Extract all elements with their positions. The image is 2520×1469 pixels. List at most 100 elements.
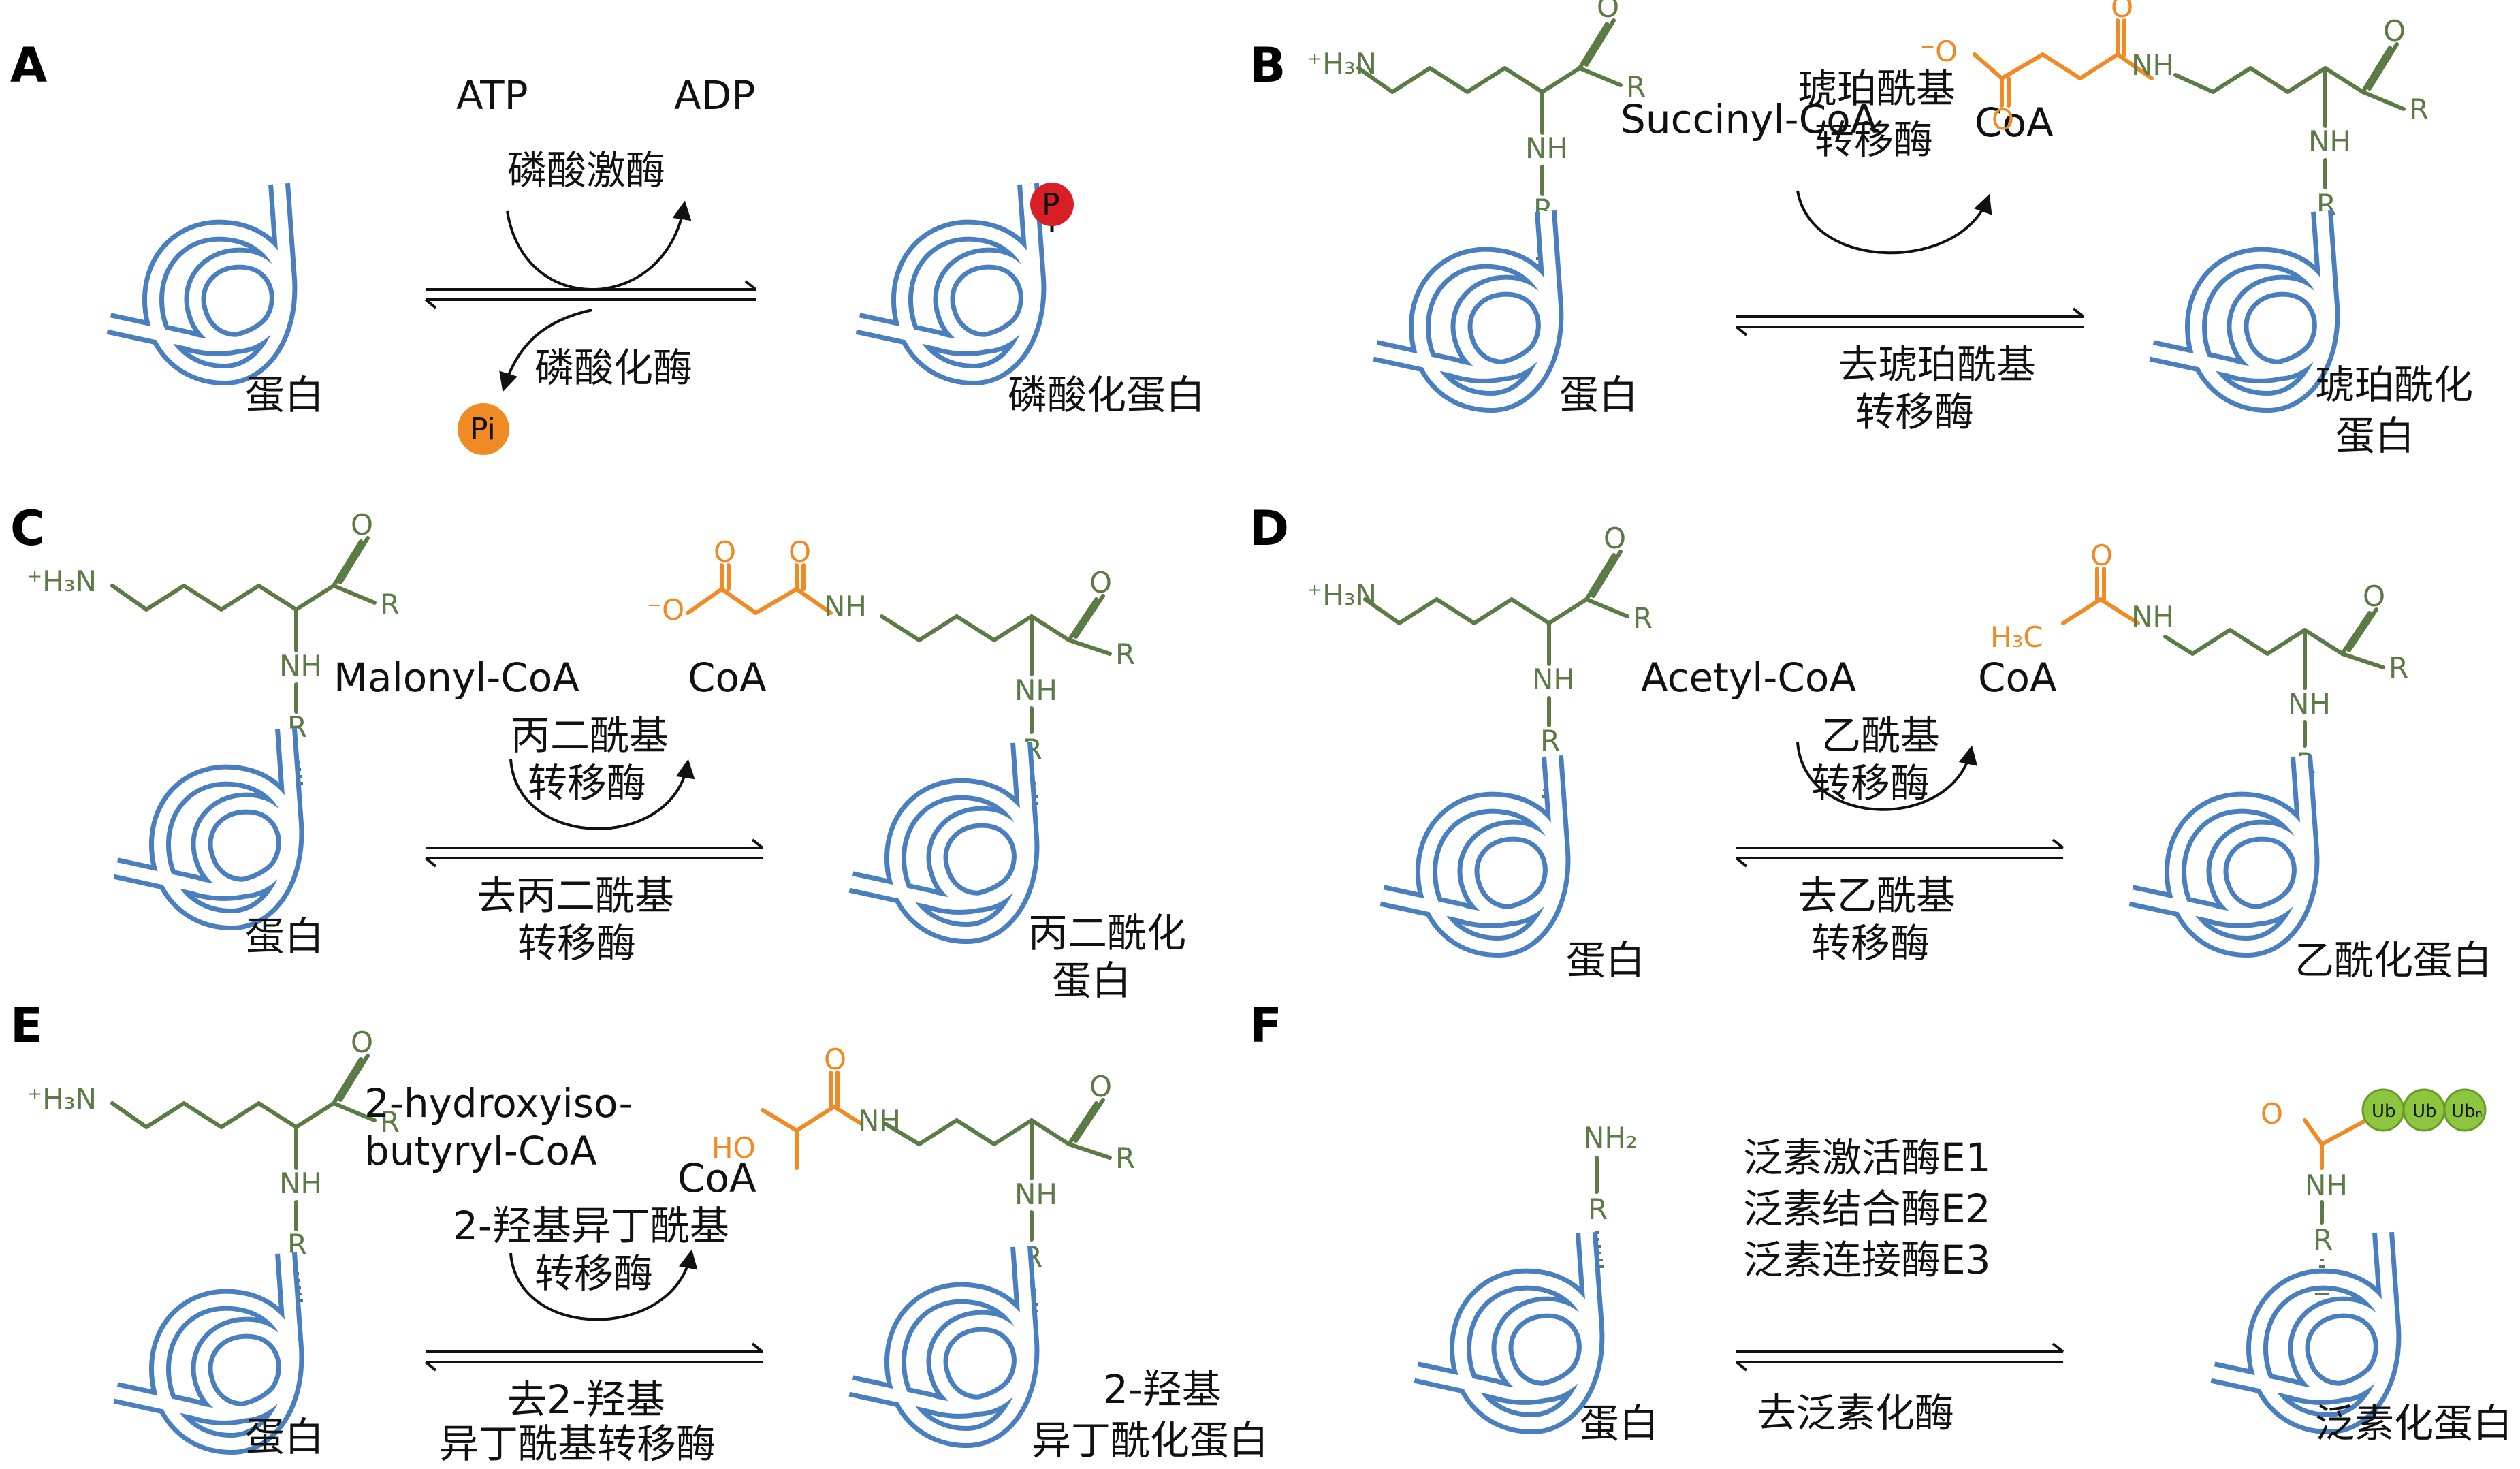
svg-text:R: R [1115,1141,1135,1175]
svg-text:R: R [1115,637,1135,671]
ubiquitin-ball-icon [2443,1088,2487,1132]
svg-text:NH: NH [2288,687,2331,721]
protein-coil-icon [2213,1233,2390,1423]
protein-coil-icon [116,729,293,919]
svg-text:Ubₙ: Ubₙ [2451,1101,2483,1122]
svg-text:⁺H₃N: ⁺H₃N [27,565,97,598]
svg-text:O: O [2090,539,2113,572]
phosphatase-label: 磷酸化酶 [535,345,692,391]
atp-label: ATP [456,72,528,119]
svg-text:NH: NH [1015,674,1057,707]
panel-f: F NH₂ R 蛋白 泛素激活酶E1 泛素结合酶E2 泛素连接酶E3 去泛素化酶… [1249,998,2513,1447]
svg-text:NH: NH [824,590,867,623]
reverse-enzyme-2: 转移酶 [517,920,636,966]
panel-c: C ⁺H₃N O R NH R 蛋白 Malonyl-CoA CoA 丙二酰基 … [10,501,1186,1004]
svg-text:NH: NH [2308,125,2351,158]
product-label-1: 丙二酰化 [1028,910,1186,956]
panel-b: B ⁺H₃N O R NH R 蛋白 Succinyl-CoA 琥珀酰基 转移酶… [1249,0,2473,459]
phosphate-ball-icon [458,403,509,455]
donor-label: Succinyl-CoA [1621,96,1878,142]
svg-text:O: O [2261,1097,2283,1131]
donor-label-2: butyryl-CoA [364,1128,597,1174]
enzyme-label-1: 乙酰基 [1821,712,1940,759]
product-label: 乙酰化蛋白 [2295,937,2492,983]
e1-label: 泛素激活酶E1 [1743,1135,1991,1181]
panel-label: A [10,37,47,93]
svg-text:O: O [714,535,736,569]
panel-e: E ⁺H₃N O R NH R 蛋白 2-hydroxyiso- butyryl… [10,998,1269,1467]
svg-text:NH: NH [1532,663,1575,696]
svg-text:Ub: Ub [2372,1101,2396,1122]
reverse-enzyme: 去泛素化酶 [1757,1390,1954,1436]
svg-text:⁺H₃N: ⁺H₃N [27,1082,97,1116]
svg-text:R: R [2313,1223,2333,1257]
svg-text:NH: NH [2131,48,2174,82]
svg-text:H₃C: H₃C [1990,620,2043,654]
product-label-2: 蛋白 [1052,958,1131,1004]
donor-label-1: 2-hydroxyiso- [364,1080,633,1126]
protein-coil-icon [1375,211,1552,402]
svg-text:NH: NH [1015,1178,1057,1211]
phosphate-ball-icon [1030,183,1074,226]
kinase-arrow [506,200,692,291]
svg-text:O: O [2363,580,2385,613]
svg-text:R: R [380,588,400,621]
svg-text:O: O [351,1026,373,1059]
transferase-arrow [509,759,695,830]
protein-coil-icon [1382,756,1559,947]
svg-text:O: O [1597,0,1619,24]
svg-text:O: O [2111,0,2133,24]
panel-label: F [1249,998,1282,1054]
protein-coil-icon [851,742,1028,933]
donor-label: Acetyl-CoA [1641,654,1856,701]
panel-label: E [10,998,43,1054]
transferase-arrow [509,1249,698,1321]
svg-text:O: O [824,1043,846,1076]
transferase-arrow [1796,190,1992,255]
reverse-enzyme-1: 去琥珀酰基 [1838,341,2036,388]
e2-label: 泛素结合酶E2 [1743,1186,1991,1232]
svg-text:Ub: Ub [2412,1101,2437,1122]
panel-label: C [10,501,45,556]
protein-label: 蛋白 [245,1414,324,1460]
reverse-enzyme-2: 异丁酰基转移酶 [439,1421,716,1467]
panel-label: B [1249,37,1286,93]
svg-text:R: R [380,1105,400,1139]
product-label-2: 蛋白 [2335,413,2414,459]
svg-text:O: O [351,508,373,541]
reverse-enzyme-2: 转移酶 [1855,389,1974,435]
reverse-enzyme-2: 转移酶 [1811,920,1930,966]
protein-coil-icon [2131,756,2308,947]
svg-text:NH: NH [2305,1169,2348,1202]
coa-label: CoA [688,654,767,701]
enzyme-label-2: 转移酶 [528,760,646,806]
svg-text:HO: HO [712,1131,756,1165]
protein-label: 蛋白 [245,372,324,418]
enzyme-label-2: 转移酶 [1811,760,1930,806]
product-label: 泛素化蛋白 [2315,1400,2513,1447]
svg-text:NH: NH [1525,131,1568,165]
reverse-enzyme-1: 去乙酰基 [1798,872,1956,919]
svg-text:O: O [1992,103,2014,136]
svg-text:⁺H₃N: ⁺H₃N [1307,47,1377,80]
enzyme-label-1: 丙二酰基 [511,712,669,759]
svg-text:R: R [1588,1192,1608,1226]
panel-a: A 蛋白 ATP ADP 磷酸激酶 磷酸化酶 Pi P 磷酸化蛋白 [10,37,1205,455]
svg-text:NH: NH [279,649,322,682]
protein-label: 蛋白 [1559,372,1638,418]
coa-label: CoA [1978,654,2057,701]
product-label-2: 异丁酰化蛋白 [1032,1417,1269,1464]
svg-text:O: O [788,535,811,569]
protein-coil-icon [1416,1233,1593,1423]
product-label-1: 琥珀酰化 [2315,362,2473,408]
protein-coil-icon [858,184,1035,375]
p-label: P [1042,187,1060,222]
coa-label: CoA [1975,99,2054,146]
enzyme-label-2: 转移酶 [1815,116,1933,163]
protein-coil-icon [2152,211,2329,402]
adp-label: ADP [674,72,755,119]
panel-label: D [1249,501,1289,556]
kinase-label: 磷酸激酶 [507,147,665,193]
svg-text:O: O [1604,522,1626,555]
